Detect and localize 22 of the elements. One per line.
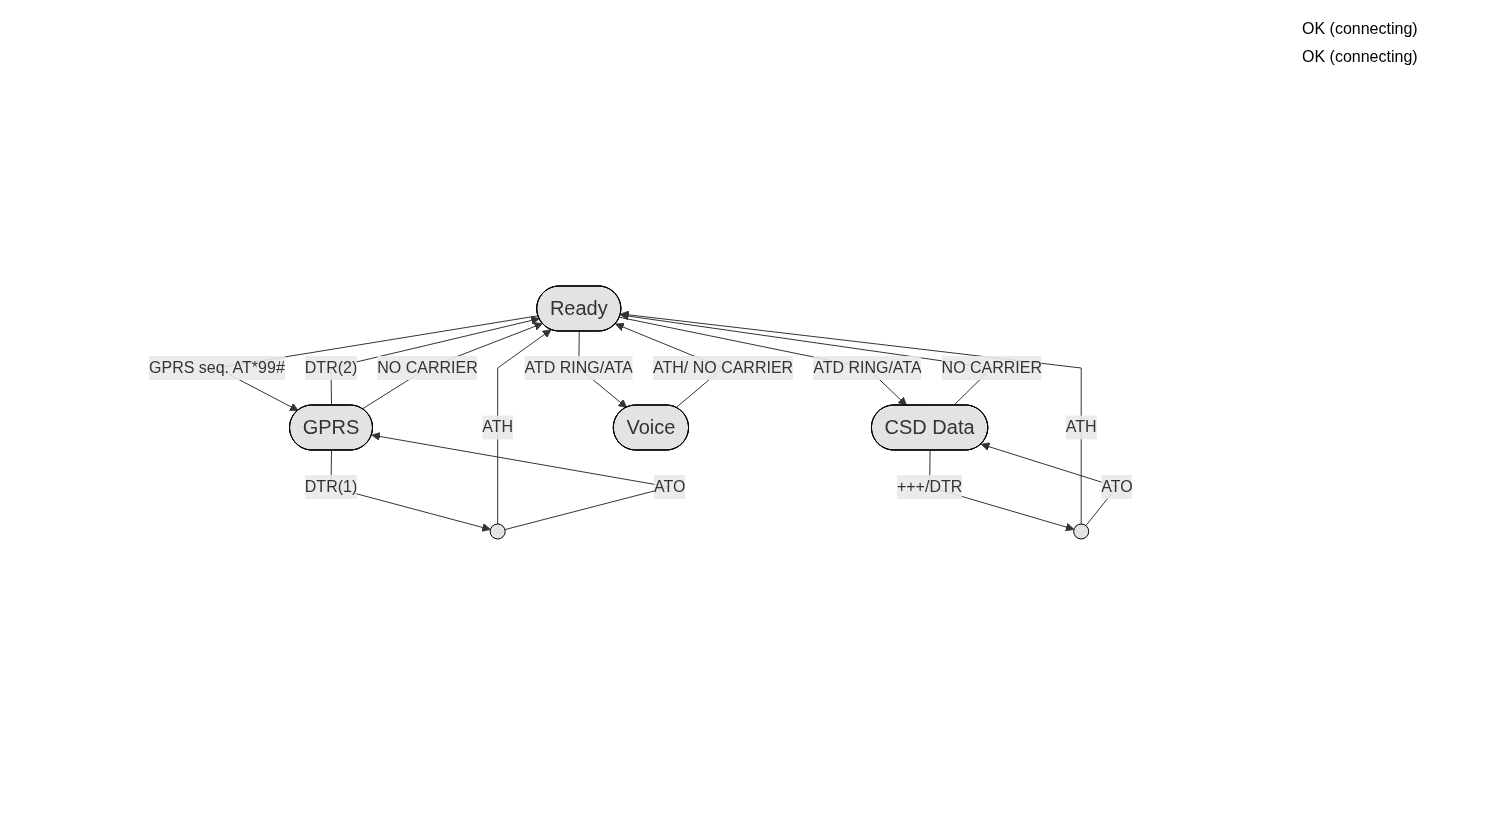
edge-label: ATH (482, 418, 514, 436)
edge-label: GPRS seq. AT*99# (149, 359, 285, 376)
node-circle (1073, 523, 1090, 540)
note-text: OK (connecting) (1302, 20, 1419, 38)
edge-label: ATH (1065, 418, 1097, 436)
arrow (620, 310, 1082, 525)
arrow (362, 322, 544, 410)
edge-label: ATD RING/ATA (813, 359, 922, 376)
node-circle (489, 523, 506, 540)
arrow (497, 329, 552, 525)
edge-label: +++/DTR (897, 477, 963, 495)
arrow (330, 316, 540, 406)
note-text: OK (connecting) (1302, 48, 1419, 66)
edge-label: ATH/ NO CARRIER (653, 359, 794, 376)
arrow (619, 316, 908, 406)
edge-label: NO CARRIER (941, 359, 1043, 376)
edge-label: ATO (1101, 477, 1133, 495)
edge-label: DTR(2) (304, 359, 358, 376)
edge-label: DTR(1) (304, 477, 358, 495)
edge-label: ATD RING/ATA (524, 359, 634, 376)
edge-label: ATO (654, 477, 686, 495)
edge-label: NO CARRIER (377, 359, 478, 376)
